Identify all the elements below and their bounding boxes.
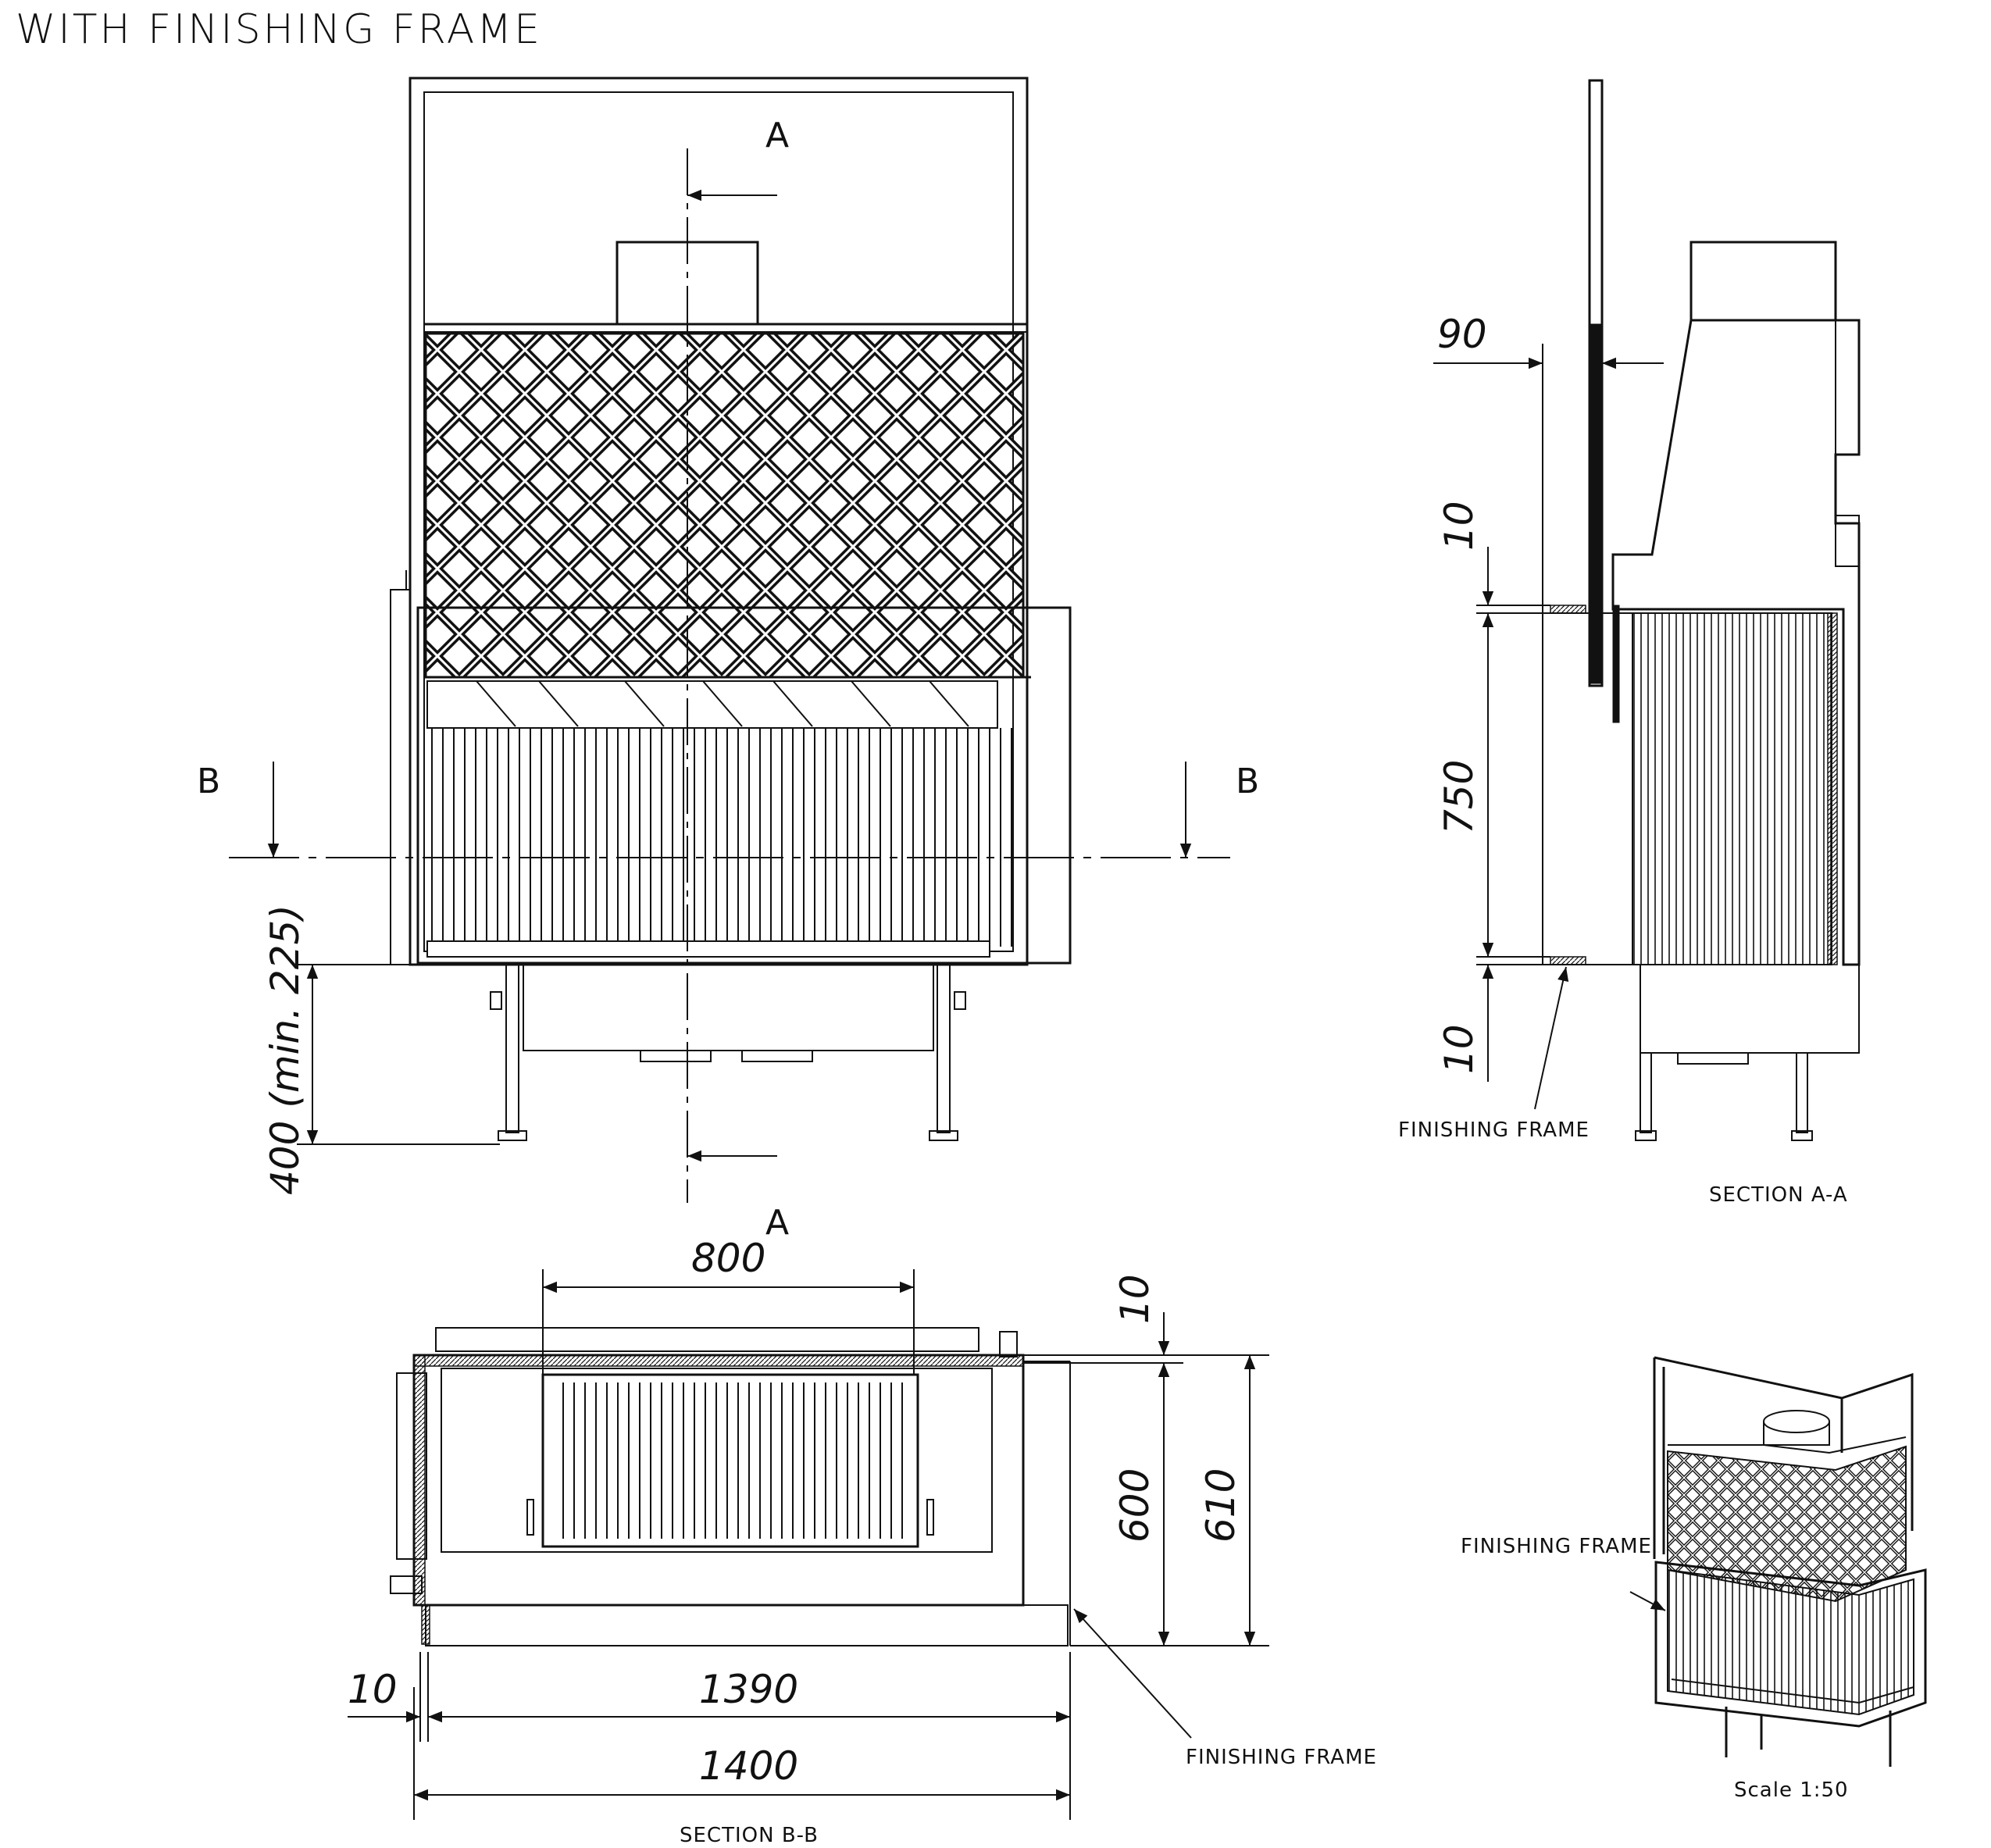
section-a-label-top: A (765, 116, 789, 155)
side-leg-left (1640, 1052, 1652, 1133)
section-bb-view (348, 1269, 1269, 1820)
side-firebox (1632, 612, 1832, 965)
side-flue (1689, 241, 1837, 322)
dim-frame-depth: 10 (1112, 1274, 1158, 1324)
section-a-label-bottom: A (765, 1203, 789, 1243)
dim-top-offset: 90 (1437, 312, 1487, 357)
page-title: WITH FINISHING FRAME (16, 6, 543, 53)
section-aa-caption: SECTION A-A (1709, 1183, 1848, 1207)
dim-outer-depth: 610 (1198, 1468, 1243, 1543)
firebox-ribs (427, 728, 1021, 947)
scale-label: Scale 1:50 (1734, 1778, 1849, 1802)
plan-finishing-frame (425, 1604, 1069, 1646)
front-leg-left (505, 964, 519, 1133)
dim-inner-width: 1390 (699, 1667, 798, 1712)
plan-inner-body (441, 1368, 993, 1553)
section-b-label-left: B (197, 762, 220, 801)
front-leg-right (937, 964, 951, 1133)
lattice-panel (424, 332, 1025, 679)
section-b-label-right: B (1236, 762, 1259, 801)
side-leg-right (1796, 1052, 1808, 1133)
section-aa-view (1433, 79, 1861, 1141)
finishing-frame-label-aa: FINISHING FRAME (1398, 1118, 1590, 1142)
plan-grate (541, 1373, 919, 1548)
front-view (229, 77, 1230, 1203)
dim-opening-height: 750 (1436, 760, 1482, 834)
finishing-frame-label-bb: FINISHING FRAME (1186, 1746, 1377, 1769)
finishing-frame-label-iso: FINISHING FRAME (1461, 1535, 1652, 1558)
dim-frame-side: 10 (348, 1667, 398, 1712)
iso-flue-collar (1763, 1410, 1830, 1433)
section-bb-caption: SECTION B-B (680, 1824, 819, 1847)
iso-finishing-frame (1654, 1561, 1927, 1728)
finishing-frame-front (416, 606, 1072, 965)
dim-grate-width: 800 (691, 1236, 765, 1281)
dim-frame-top: 10 (1436, 501, 1482, 551)
dim-inner-depth: 600 (1112, 1468, 1158, 1543)
dim-frame-bottom: 10 (1436, 1024, 1482, 1074)
isometric-view (1629, 1356, 1927, 1767)
leg-height-dimension: 400 (min. 225) (262, 904, 308, 1195)
frame-plate-side (1588, 79, 1604, 687)
dim-outer-width: 1400 (699, 1743, 798, 1789)
